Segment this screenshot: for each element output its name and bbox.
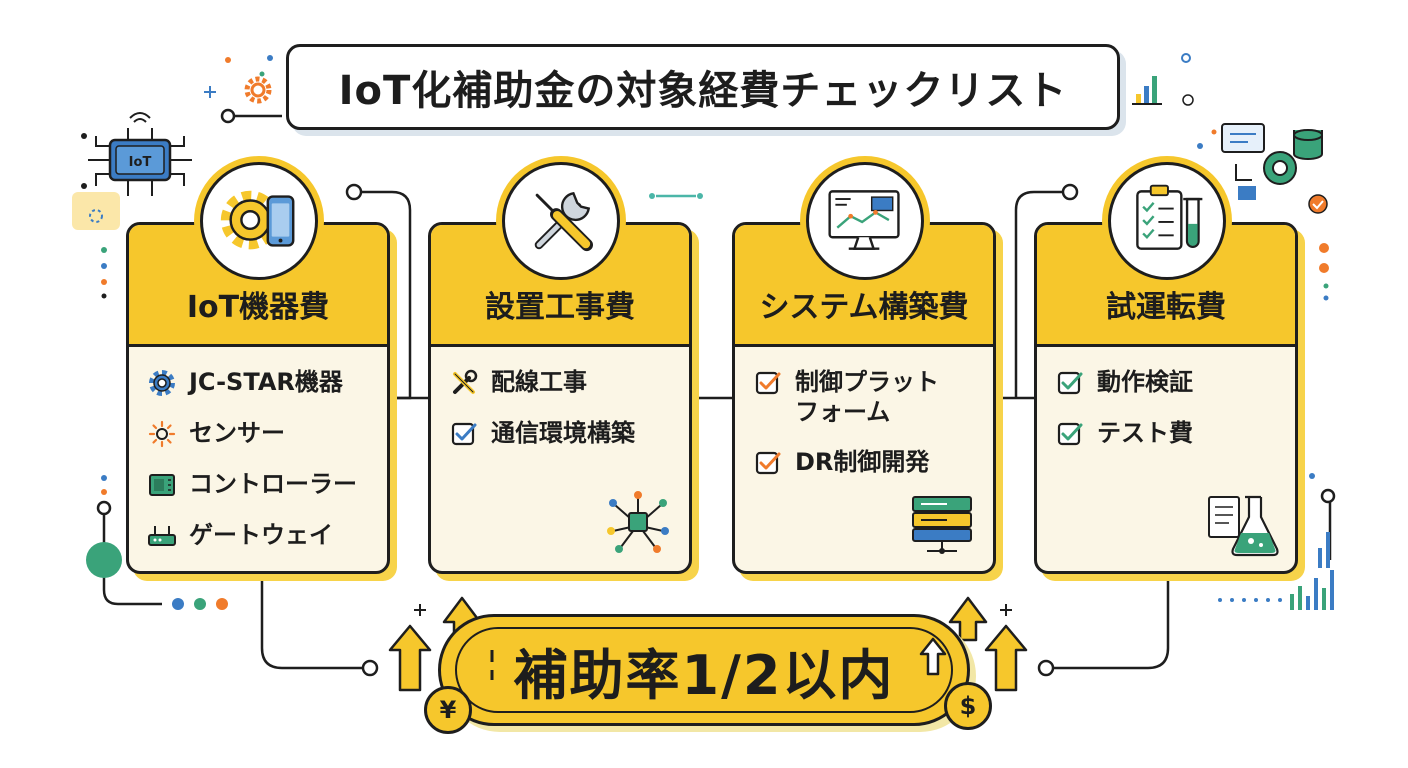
checkbox-icon xyxy=(451,422,477,446)
connector-line xyxy=(1014,190,1066,398)
card-header: 設置工事費 xyxy=(431,225,689,347)
banner-inner-border xyxy=(455,627,953,713)
bar-chart-icon xyxy=(1132,76,1162,105)
card-title: 試運転費 xyxy=(1106,290,1226,325)
gear-smartphone-icon xyxy=(220,190,295,250)
bar-chart-decor xyxy=(1290,532,1334,610)
list-item: コントローラー xyxy=(147,469,369,500)
checkbox-icon xyxy=(755,451,781,475)
list-item: JC-STAR機器 xyxy=(147,367,369,398)
up-arrow-icons xyxy=(388,596,1028,692)
item-label: センサー xyxy=(189,419,285,447)
list-item: ゲートウェイ xyxy=(147,520,369,551)
iot-chip-icon: IoT xyxy=(72,112,192,230)
card-iot-equipment: IoT機器費 JC-STAR機器 センサー xyxy=(126,222,390,574)
sensor-icon xyxy=(148,420,176,448)
list-item: 配線工事 xyxy=(449,367,671,398)
card-trial-run: 試運転費 動作検証 テスト費 xyxy=(1034,222,1298,574)
yen-coin-icon: ¥ xyxy=(424,686,472,734)
card-header: システム構築費 xyxy=(735,225,993,347)
icon-circle-iot-equipment xyxy=(200,162,318,280)
list-item: 制御プラットフォーム xyxy=(753,367,975,427)
item-label: JC-STAR機器 xyxy=(189,368,343,396)
list-item: センサー xyxy=(147,418,369,449)
item-label: ゲートウェイ xyxy=(189,521,333,549)
card-system-build: システム構築費 制御プラットフォーム DR制御開発 xyxy=(732,222,996,574)
title-box: IoT化補助金の対象経費チェックリスト xyxy=(286,44,1120,130)
checkbox-icon xyxy=(755,371,781,395)
server-icon xyxy=(912,496,972,554)
card-title: IoT機器費 xyxy=(186,290,330,325)
tools-icon xyxy=(453,369,478,394)
item-label: テスト費 xyxy=(1097,419,1193,447)
item-label: 制御プラットフォーム xyxy=(795,368,939,426)
icon-circle-system-build xyxy=(806,162,924,280)
list-item: テスト費 xyxy=(1055,418,1277,449)
dollar-coin-icon: $ xyxy=(944,682,992,730)
icon-circle-installation xyxy=(502,162,620,280)
subsidy-rate-banner: 補助率1/2以内 xyxy=(438,614,970,726)
item-label: 通信環境構築 xyxy=(491,419,635,447)
item-label: 配線工事 xyxy=(491,368,587,396)
up-arrow-outline-icon xyxy=(919,637,947,676)
gateway-icon xyxy=(148,526,176,546)
card-header: 試運転費 xyxy=(1037,225,1295,347)
connector-line xyxy=(260,574,366,670)
wrench-screwdriver-icon xyxy=(534,191,594,252)
card-installation: 設置工事費 配線工事 通信環境構築 xyxy=(428,222,692,574)
card-title: 設置工事費 xyxy=(485,290,635,325)
clipboard-testtube-icon xyxy=(1136,184,1203,250)
icon-circle-trial-run xyxy=(1108,162,1226,280)
connector-line xyxy=(1050,574,1170,670)
page-title: IoT化補助金の対象経費チェックリスト xyxy=(338,68,1068,114)
item-label: コントローラー xyxy=(189,470,357,498)
data-gear-icon xyxy=(1221,123,1328,214)
checkbox-icon xyxy=(1057,422,1083,446)
item-label: 動作検証 xyxy=(1097,368,1193,396)
dash-marks xyxy=(490,650,494,680)
controller-icon xyxy=(149,474,175,496)
flask-document-icon xyxy=(1208,495,1279,557)
gear-icon xyxy=(149,370,175,396)
iot-chip-label: IoT xyxy=(129,155,152,170)
list-item: 動作検証 xyxy=(1055,367,1277,398)
small-gear-icon xyxy=(244,76,272,104)
list-item: 通信環境構築 xyxy=(449,418,671,449)
card-title: システム構築費 xyxy=(759,290,969,325)
item-label: DR制御開発 xyxy=(795,448,930,476)
connector-line xyxy=(358,190,412,400)
circuit-network-icon xyxy=(607,491,669,553)
connector-line xyxy=(102,510,162,606)
checkbox-icon xyxy=(1057,371,1083,395)
monitor-dashboard-icon xyxy=(828,190,900,250)
list-item: DR制御開発 xyxy=(753,447,975,478)
subsidy-rate-label: 補助率1/2以内 xyxy=(513,643,895,707)
